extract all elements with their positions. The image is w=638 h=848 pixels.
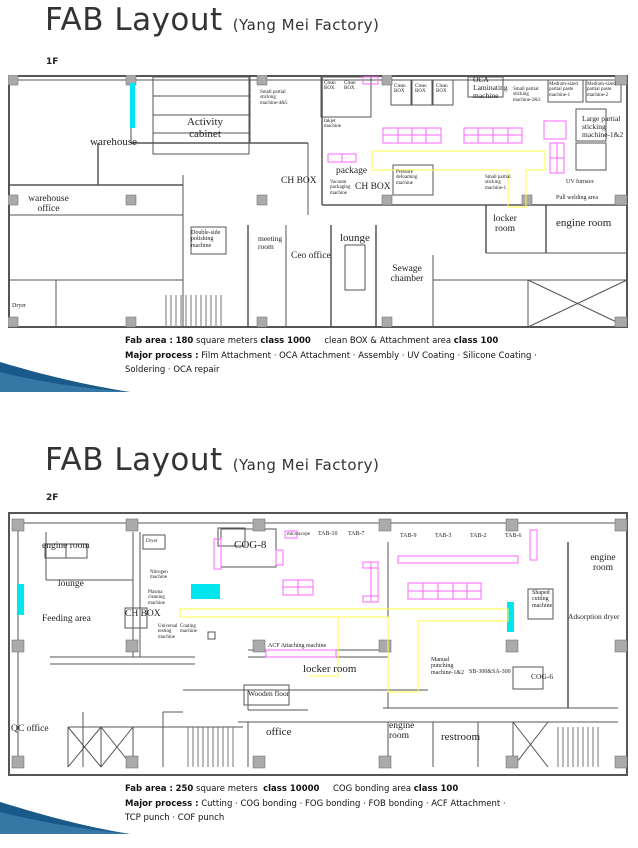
room-label: engine room [389, 721, 415, 741]
floor-label: 1F [46, 57, 59, 67]
equipment-label: Manual punching machine-1&2 [431, 657, 464, 676]
equipment-label: OCA Laminating machine [473, 75, 508, 100]
equipment-label: TAB-7 [348, 531, 365, 537]
equipment-label: TAB-6 [505, 533, 522, 539]
equipment-label: Nitrogen machine [150, 570, 168, 581]
fab-area-line: Fab area : 250 square meters class 10000… [125, 784, 459, 794]
equipment-label: Universal testing machine [158, 624, 178, 640]
room-label: lounge [340, 232, 370, 244]
floor-plan-drawing [8, 75, 628, 328]
equipment-label: ACF Attaching machine [268, 643, 327, 649]
room-label: engine room [556, 217, 612, 229]
floor-plan-2f: engine room lounge Feeding area CH BOX D… [8, 512, 628, 776]
equipment-label: Small partial sticking machine-4&5 [260, 90, 288, 106]
room-label: Sewage chamber [390, 264, 424, 284]
major-process-line-2: Soldering · OCA repair [125, 365, 220, 375]
slide-title: FAB Layout(Yang Mei Factory) [45, 2, 380, 38]
room-label: Ceo office [291, 251, 331, 261]
equipment-label: Adsorption dryer [568, 612, 620, 621]
slide-1f: FAB Layout(Yang Mei Factory) 1F [0, 0, 638, 400]
equipment-label: Dryer [12, 303, 26, 309]
floor-plan-drawing [8, 512, 628, 776]
room-label: QC office [11, 724, 49, 734]
room-label: Activity cabinet [186, 116, 224, 140]
equipment-label: SB-300&SA-300 [469, 669, 511, 675]
equipment-label: COG-8 [234, 539, 267, 551]
equipment-label: Medium-sized partial paste machine-1 [549, 82, 578, 98]
major-process-line-2: TCP punch · COF punch [125, 813, 225, 823]
equipment-label: CH BOX [125, 609, 161, 619]
slide-2f: FAB Layout(Yang Mei Factory) 2F [0, 440, 638, 848]
equipment-label: Clean BOX [344, 81, 356, 92]
room-label: locker room [493, 214, 517, 234]
cleanroom-accent [191, 584, 220, 599]
room-label: Pull welding area [556, 195, 598, 201]
equipment-label: COG-6 [531, 672, 554, 681]
equipment-label: Coating machine [180, 624, 197, 635]
equipment-label: Double-side polishing machine [191, 230, 221, 249]
equipment-label: CH BOX [355, 182, 391, 192]
room-label: warehouse office [28, 194, 69, 214]
equipment-label: Medium-sized partial paste machine-2 [587, 82, 616, 98]
equipment-label: microscope [287, 532, 311, 537]
room-label: lounge [58, 579, 84, 589]
equipment-label: Clean BOX [436, 84, 448, 95]
cleanroom-accent [17, 584, 24, 615]
swoosh-decoration [0, 362, 130, 392]
equipment-label: Dryer [146, 539, 158, 544]
room-label: restroom [441, 731, 481, 743]
floor-plan-1f: warehouse Activity cabinet Small partial… [8, 75, 628, 328]
room-label: engine room [42, 541, 90, 551]
room-label: Wooden floor [248, 689, 290, 698]
fab-info: Fab area : 250 square meters class 10000… [125, 782, 506, 826]
slide-title: FAB Layout(Yang Mei Factory) [45, 442, 380, 478]
swoosh-decoration [0, 802, 130, 834]
room-label: Feeding area [42, 614, 91, 624]
equipment-label: UV furnace [566, 179, 595, 185]
cleanroom-accent [130, 83, 135, 128]
equipment-label: Clean BOX [394, 84, 406, 95]
room-label: warehouse [90, 136, 138, 148]
floor-label: 2F [46, 493, 59, 503]
room-label: office [266, 726, 292, 738]
equipment-label: Plasma cleaning machine [148, 590, 165, 606]
equipment-label: TAB-2 [470, 533, 487, 539]
room-label: locker room [303, 663, 357, 675]
equipment-label: TAB-3 [435, 533, 452, 539]
equipment-label: TAB-9 [400, 533, 417, 539]
major-process-line: Major process : Cutting · COG bonding · … [125, 798, 506, 809]
room-label: engine room [590, 553, 616, 573]
slide-subtitle: (Yang Mei Factory) [232, 456, 380, 474]
equipment-label: Clean BOX [324, 81, 336, 92]
equipment-label: Small partial sticking machine-2&3 [513, 87, 541, 103]
room-label: meeting room [258, 234, 283, 251]
slide-subtitle: (Yang Mei Factory) [232, 16, 380, 34]
equipment-label: Pressure defoaming machine [396, 170, 418, 186]
equipment-label: Vacuum packaging machine [330, 180, 351, 196]
fab-info: Fab area : 180 square meters class 1000 … [125, 334, 537, 378]
major-process-line: Major process : Film Attachment · OCA At… [125, 350, 537, 361]
equipment-label: TAB-10 [318, 531, 338, 537]
room-label: package [336, 166, 368, 176]
equipment-label: Small partial sticking machine-1 [485, 175, 511, 191]
cleanroom-accent [507, 602, 514, 632]
equipment-label: Inkjet machine [324, 119, 341, 130]
fab-area-line: Fab area : 180 square meters class 1000 … [125, 336, 499, 346]
equipment-label: Clean BOX [415, 84, 427, 95]
equipment-label: CH BOX [281, 176, 317, 186]
equipment-label: Shaped cutting machine [532, 590, 553, 609]
equipment-label: Large partial sticking machine-1&2 [582, 114, 624, 139]
